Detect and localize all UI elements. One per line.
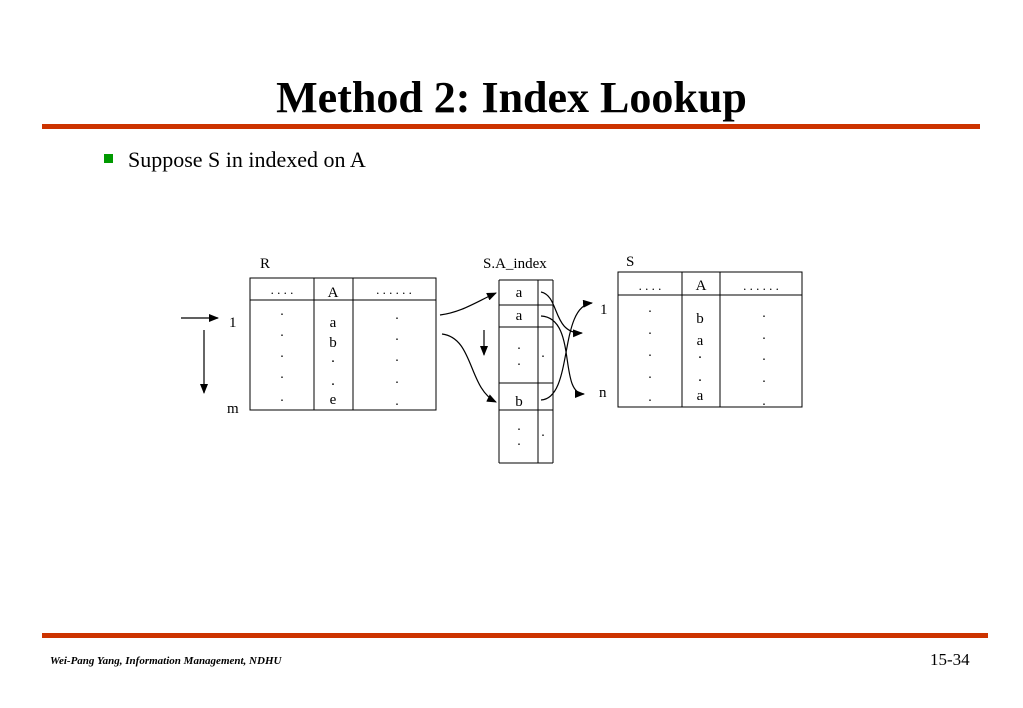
r-col3-dot: . <box>395 329 399 344</box>
table-s-label: S <box>626 254 634 270</box>
bullet-text: Suppose S in indexed on A <box>128 147 366 172</box>
r-col1-dot: . <box>280 367 284 382</box>
footer-rule <box>42 633 988 638</box>
s-a-value: . <box>698 369 702 385</box>
r-a-value: . <box>331 373 335 389</box>
index-label: S.A_index <box>483 256 547 272</box>
r-header-a: A <box>328 285 339 301</box>
r-col1-dot: . <box>280 325 284 340</box>
arrow-index-a-to-s <box>540 291 583 338</box>
s-col1-dot: . <box>648 345 652 360</box>
r-row-first: 1 <box>229 315 237 331</box>
r-a-value: . <box>331 350 335 366</box>
s-header-a: A <box>696 278 707 294</box>
slide-title: Method 2: Index Lookup <box>276 73 747 122</box>
s-header-col3: . . . . . . <box>743 278 779 293</box>
bullet-square-icon <box>104 154 113 163</box>
s-col3-dot: . <box>762 306 766 321</box>
r-col1-dot: . <box>280 346 284 361</box>
index-structure <box>498 279 554 464</box>
s-col3-dot: . <box>762 394 766 409</box>
table-r <box>249 277 437 411</box>
index-dot: . <box>517 419 521 434</box>
table-s <box>617 271 803 408</box>
index-dot: . <box>541 346 545 361</box>
index-entry: a <box>516 285 523 301</box>
index-dot: . <box>517 434 521 449</box>
s-row-first: 1 <box>600 302 608 318</box>
s-col1-dot: . <box>648 390 652 405</box>
r-header-col1: . . . . <box>271 282 294 297</box>
index-dot: . <box>541 425 545 440</box>
r-header-col3: . . . . . . <box>376 282 412 297</box>
r-col3-dot: . <box>395 308 399 323</box>
r-col3-dot: . <box>395 372 399 387</box>
index-dot: . <box>517 338 521 353</box>
arrow-index-a-to-s-n <box>540 315 585 398</box>
footer-author: Wei-Pang Yang, Information Management, N… <box>50 655 282 667</box>
s-col1-dot: . <box>648 367 652 382</box>
r-col1-dot: . <box>280 304 284 319</box>
s-a-value: . <box>698 346 702 362</box>
index-entry: a <box>516 308 523 324</box>
r-a-value: a <box>330 315 337 331</box>
table-r-label: R <box>260 256 270 272</box>
s-col1-dot: . <box>648 323 652 338</box>
s-a-value: a <box>697 388 704 404</box>
title-underline <box>42 124 980 129</box>
s-header-col1: . . . . <box>639 278 662 293</box>
lookup-arrows <box>439 291 593 403</box>
r-a-value: e <box>330 392 337 408</box>
arrow-r-b-to-index <box>441 333 497 403</box>
s-col3-dot: . <box>762 371 766 386</box>
index-entry: b <box>515 394 523 410</box>
s-col3-dot: . <box>762 328 766 343</box>
index-dot: . <box>517 354 521 369</box>
s-a-value: b <box>696 311 704 327</box>
arrow-index-b-to-s <box>540 299 593 401</box>
r-col3-dot: . <box>395 394 399 409</box>
s-col1-dot: . <box>648 301 652 316</box>
s-row-last: n <box>599 385 607 401</box>
page-number: 15-34 <box>930 650 970 669</box>
s-a-value: a <box>697 333 704 349</box>
r-a-value: b <box>329 335 337 351</box>
r-row-last: m <box>227 401 239 417</box>
r-col3-dot: . <box>395 350 399 365</box>
s-col3-dot: . <box>762 349 766 364</box>
arrow-r-a-to-index <box>439 292 497 316</box>
r-col1-dot: . <box>280 390 284 405</box>
r-scan-arrows <box>181 314 219 394</box>
